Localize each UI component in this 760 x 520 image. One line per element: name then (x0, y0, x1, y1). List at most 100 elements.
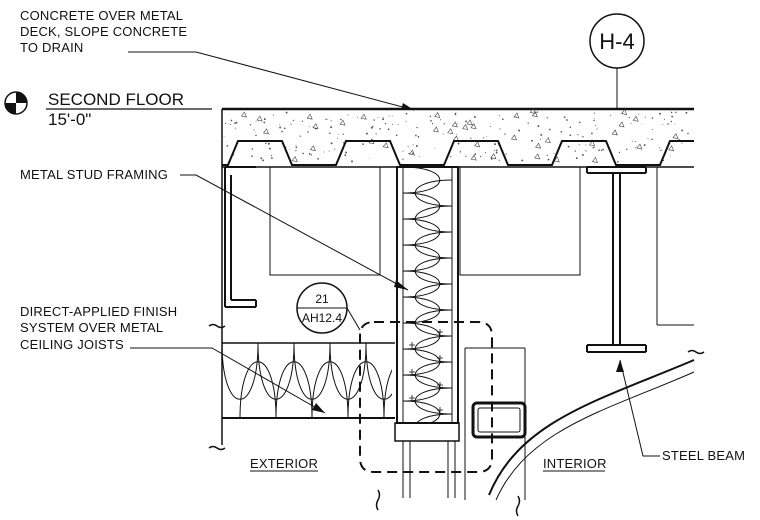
aggregate-mark (621, 109, 628, 115)
interior-framing (464, 347, 695, 501)
stipple-dot (405, 112, 408, 115)
stipple-dot (499, 127, 501, 129)
stipple-dot (628, 116, 630, 119)
stipple-dot (470, 137, 472, 140)
stipple-dot (499, 114, 501, 116)
stipple-dot (344, 154, 347, 157)
detail-callout-boundary (359, 321, 493, 473)
stipple-dot (345, 151, 348, 154)
stipple-dot (373, 119, 375, 121)
stipple-dot (671, 115, 674, 118)
stipple-dot (395, 134, 398, 137)
stipple-dot (685, 111, 688, 114)
stipple-dot (484, 152, 487, 154)
stipple-dot (271, 157, 273, 159)
stipple-dot (230, 119, 233, 122)
stipple-dot (625, 148, 628, 151)
zone-interior: INTERIOR (543, 456, 607, 471)
batt-loop (239, 361, 277, 418)
stipple-dot (595, 125, 597, 127)
stipple-dot (593, 118, 595, 120)
batt-loop (257, 343, 295, 400)
stipple-dot (234, 127, 236, 129)
stipple-dot (408, 152, 410, 155)
stipple-dot (308, 153, 311, 155)
aggregate-mark (544, 137, 551, 144)
stipple-dot (440, 119, 442, 121)
batt-loop (414, 387, 453, 415)
stipple-dot (234, 122, 236, 125)
batt-loop (402, 167, 441, 194)
stipple-dot (443, 123, 445, 125)
stipple-dot (494, 143, 496, 146)
aggregate-mark (339, 119, 346, 126)
stipple-dot (365, 132, 368, 135)
stipple-dot (643, 144, 646, 147)
stipple-dot (663, 118, 665, 121)
stipple-dot (670, 120, 673, 123)
stipple-dot (337, 137, 339, 139)
aggregate-mark (510, 134, 517, 141)
stipple-dot (279, 126, 282, 129)
stipple-dot (675, 111, 677, 114)
stipple-dot (281, 130, 283, 133)
aggregate-mark (360, 113, 367, 120)
stipple-dot (674, 123, 676, 125)
aggregate-mark (382, 142, 389, 149)
stipple-dot (249, 124, 252, 126)
batt-loop (414, 231, 453, 259)
stipple-dot (430, 119, 432, 122)
batt-loop (275, 361, 313, 418)
stipple-dot (527, 122, 529, 124)
aggregate-mark (490, 153, 497, 160)
stipple-dot (384, 122, 387, 125)
plus-mark (409, 369, 415, 375)
batt-loop (222, 343, 259, 400)
stipple-dot (638, 113, 640, 115)
stipple-dot (223, 136, 225, 137)
stipple-dot (290, 123, 292, 125)
stipple-dot (567, 145, 570, 148)
stipple-dot (415, 145, 418, 147)
stipple-dot (329, 132, 331, 135)
aggregate-mark (240, 111, 247, 118)
stipple-dot (651, 138, 653, 141)
stipple-dot (307, 131, 309, 133)
stipple-dot (253, 129, 255, 131)
aggregate-mark (451, 121, 458, 128)
plus-mark (409, 342, 415, 348)
aggregate-mark (672, 133, 679, 140)
stipple-dot (391, 115, 393, 117)
level-elevation: 15'-0" (48, 110, 91, 129)
stipple-dot (412, 152, 414, 154)
stipple-dot (585, 150, 587, 152)
stipple-dot (501, 118, 504, 121)
stipple-dot (322, 151, 324, 153)
aggregate-mark (611, 129, 618, 136)
stipple-dot (651, 117, 654, 119)
batt-loop (414, 361, 453, 389)
stipple-dot (263, 121, 266, 124)
stipple-dot (569, 134, 572, 137)
break-line-icon (208, 323, 705, 517)
stipple-dot (295, 149, 297, 152)
stipple-dot (490, 157, 493, 160)
stipple-dot (416, 126, 418, 129)
aggregate-mark (636, 143, 643, 150)
stipple-dot (531, 139, 533, 142)
stipple-dot (412, 144, 414, 146)
note-finish-line-2: SYSTEM OVER METAL (20, 320, 163, 335)
stipple-dot (495, 151, 498, 154)
aggregate-mark (632, 115, 639, 122)
batt-loop (402, 192, 441, 220)
stipple-dot (302, 152, 304, 155)
zone-exterior: EXTERIOR (250, 456, 318, 471)
aggregate-mark (408, 149, 415, 156)
stipple-dot (382, 116, 384, 118)
stipple-dot (407, 145, 409, 147)
stipple-dot (456, 123, 458, 125)
concrete-slab (222, 107, 694, 168)
stipple-dot (546, 117, 548, 119)
stipple-dot (574, 150, 576, 152)
stipple-dot (434, 147, 436, 149)
